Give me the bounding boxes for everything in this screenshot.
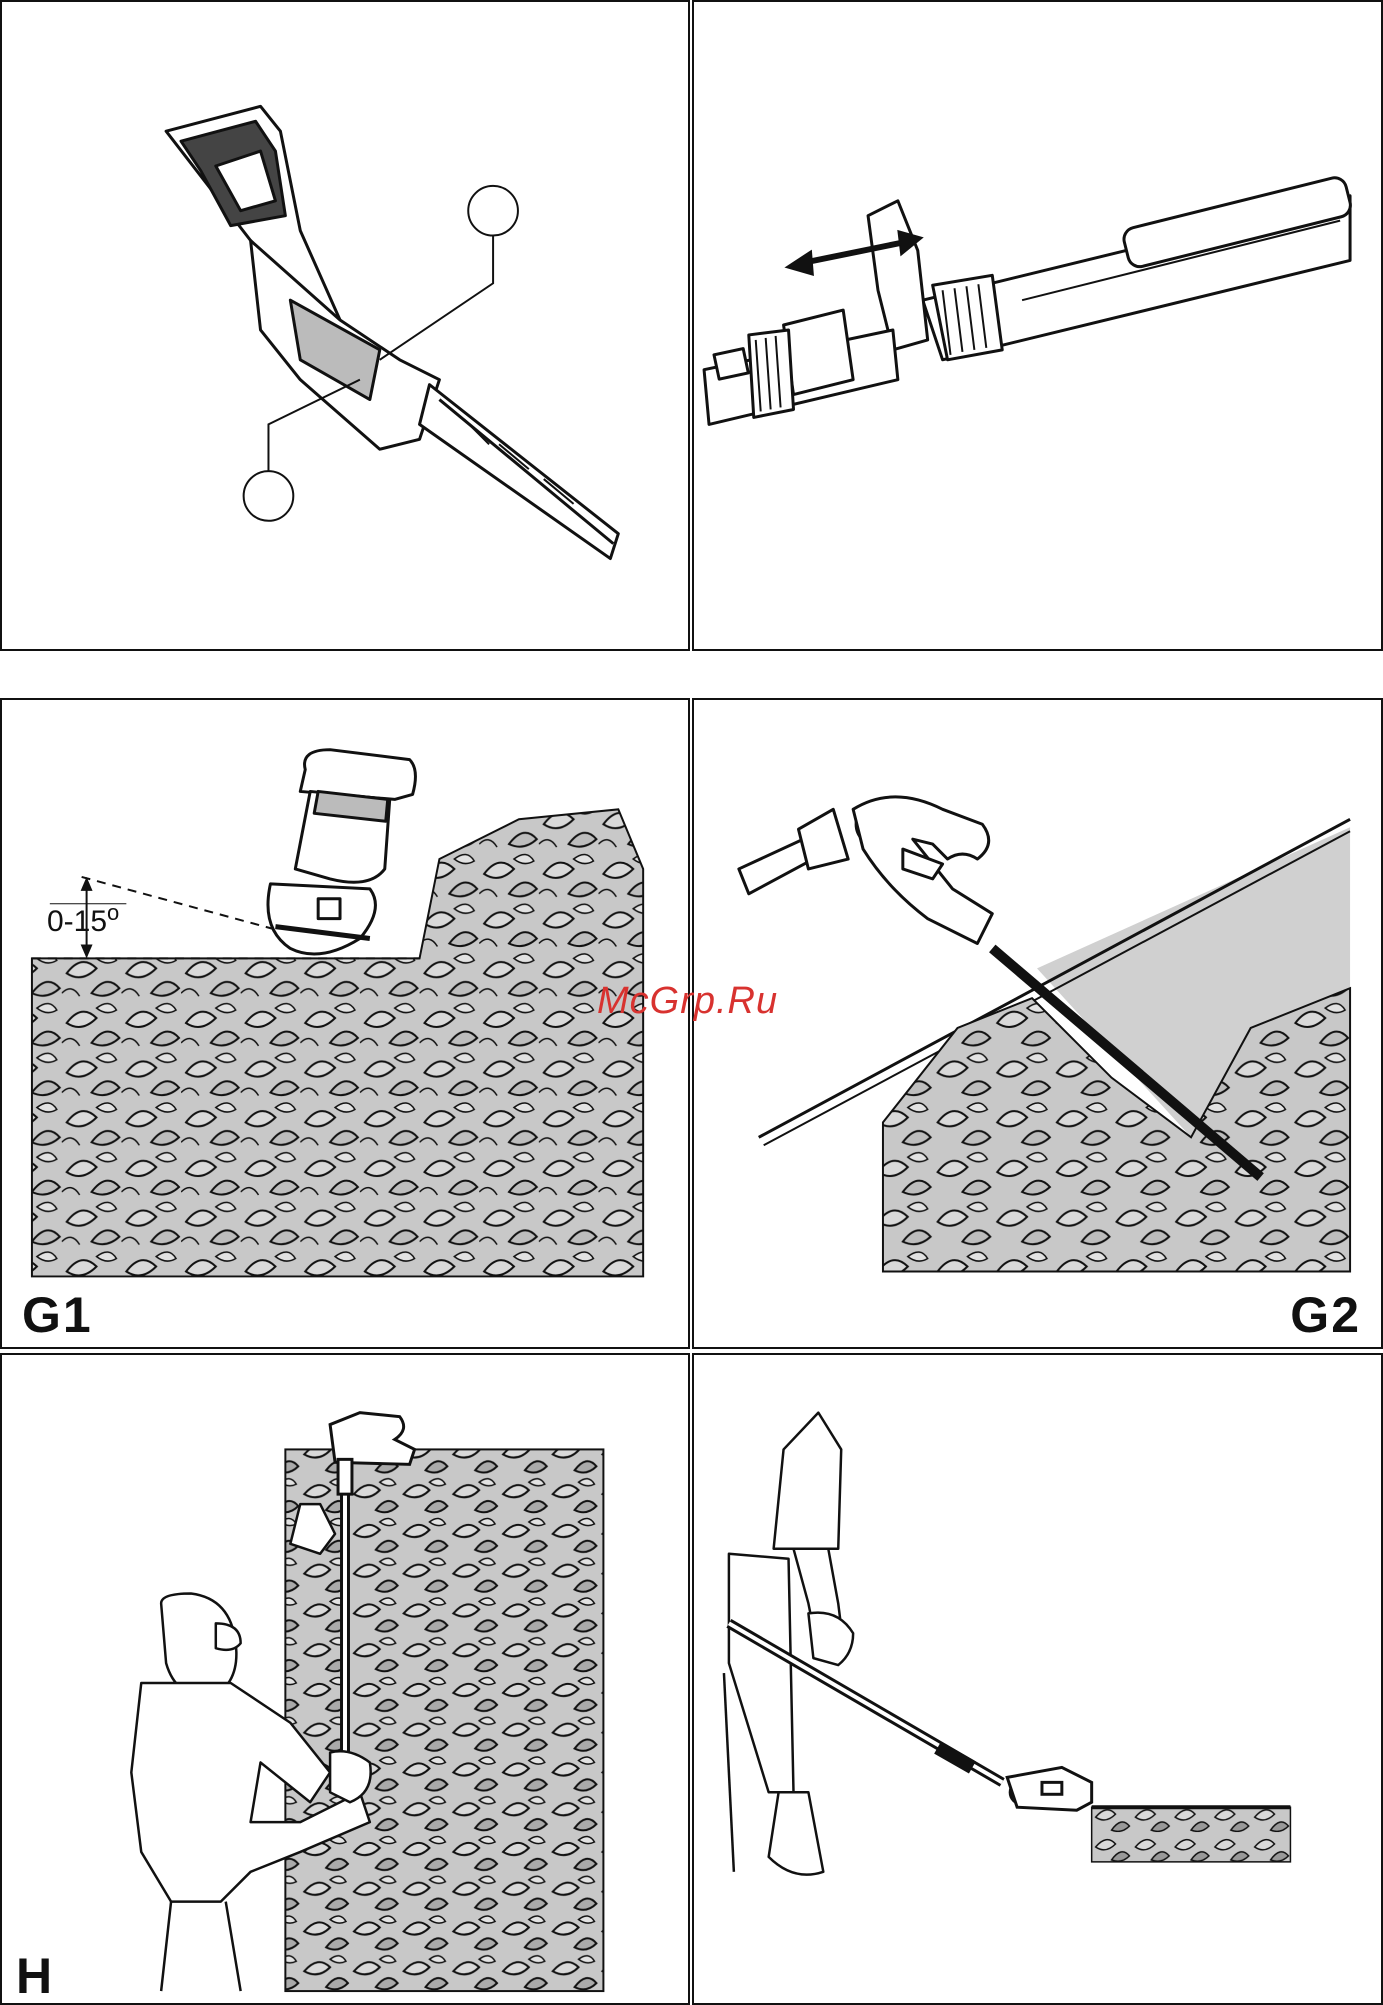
angle-value: 0-15	[47, 905, 107, 938]
figure-panel-h: H	[0, 1353, 690, 2005]
hedge-shape-low	[1092, 1807, 1291, 1862]
person-figure-2	[724, 1413, 853, 1875]
trimmer-head-g2	[739, 797, 992, 944]
figure-panel-telescopic-shaft	[692, 0, 1383, 651]
figure-panel-g2: G2	[692, 698, 1383, 1349]
shaft-illustration	[694, 2, 1381, 649]
watermark: McGrp.Ru	[597, 980, 778, 1023]
figure-label-g2: G2	[1290, 1290, 1361, 1340]
trimmer-head	[268, 750, 415, 954]
low-cut-illustration	[694, 1355, 1381, 2003]
figure-panel-handle-callouts	[0, 0, 690, 651]
h-illustration	[2, 1355, 688, 2003]
figure-panel-g1: 0-15o G1	[0, 698, 690, 1349]
callout-circle-lower	[244, 471, 294, 521]
figure-label-h: H	[16, 1951, 54, 2001]
angle-unit: o	[107, 900, 119, 925]
handle-illustration	[2, 2, 688, 649]
angle-label: 0-15o	[47, 900, 119, 939]
figure-panel-low-cut	[692, 1353, 1383, 2005]
callout-circle-upper	[468, 186, 518, 236]
trimmer-head-low	[1007, 1767, 1091, 1810]
g1-illustration	[2, 700, 688, 1347]
g2-illustration	[694, 700, 1381, 1347]
figure-label-g1: G1	[22, 1290, 93, 1340]
